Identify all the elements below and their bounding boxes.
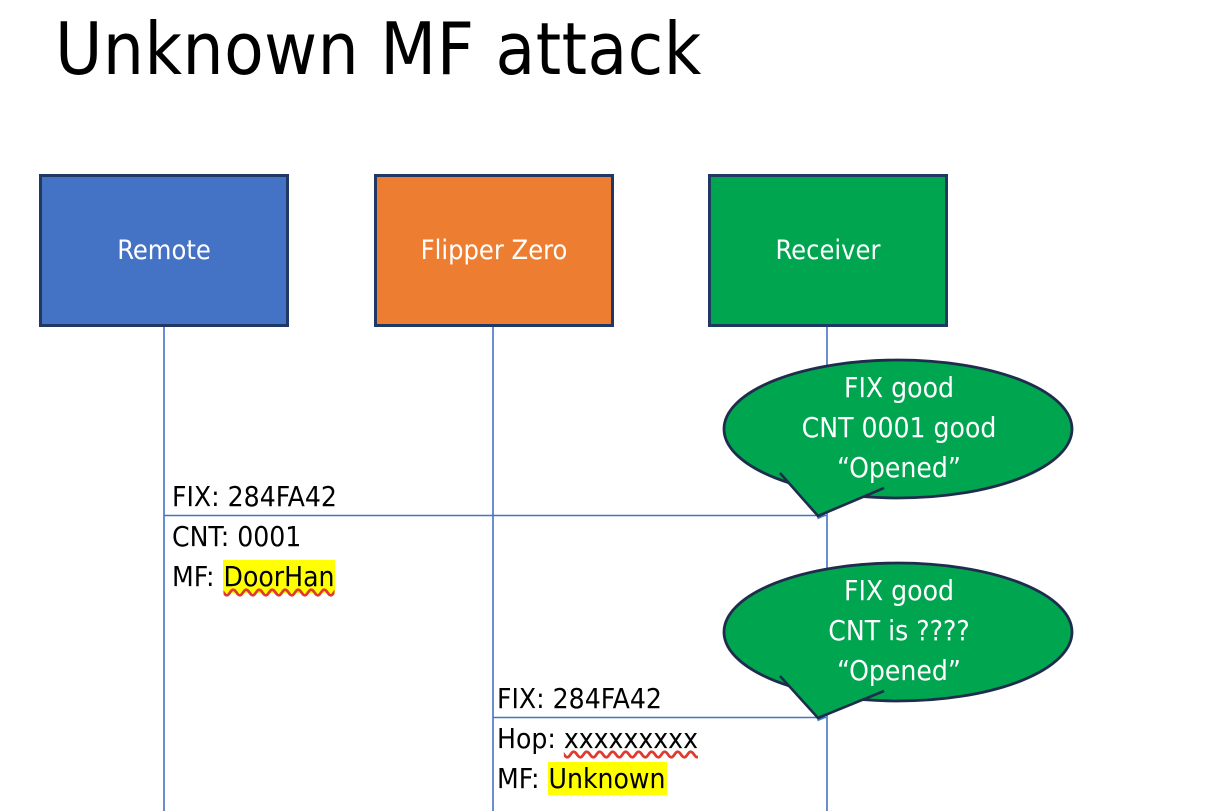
message-line-mf: MF: Unknown [497,759,698,799]
message-line-fix: FIX: 284FA42 [172,480,337,513]
callout-text-1: FIX good CNT 0001 good “Opened” [725,368,1073,488]
actor-label-remote: Remote [117,234,211,266]
message-mf-prefix: MF: [172,560,223,593]
callout-1-line-1: FIX good [844,371,954,404]
page-title: Unknown MF attack [55,7,702,91]
message-mf-value: DoorHan [222,560,336,593]
callout-bubble-1 [722,358,1074,518]
message-line-fix: FIX: 284FA42 [497,682,662,715]
callout-bubble-2 [722,561,1074,720]
message-line-mf: MF: DoorHan [172,557,337,597]
message-hop-prefix: Hop: [497,722,564,755]
message-hop-value: xxxxxxxxx [563,722,698,755]
message-mf-prefix: MF: [497,762,548,795]
message-labels-flipper-to-receiver: FIX: 284FA42 Hop: xxxxxxxxx MF: Unknown [497,679,698,799]
message-line-cnt: CNT: 0001 [172,520,302,553]
actor-box-receiver[interactable]: Receiver [708,174,948,327]
actor-box-remote[interactable]: Remote [39,174,289,327]
actor-label-receiver: Receiver [775,234,881,266]
message-mf-value: Unknown [547,762,667,795]
callout-1-line-2: CNT 0001 good [801,411,997,444]
callout-2-line-2: CNT is ???? [828,614,970,647]
callout-text-2: FIX good CNT is ???? “Opened” [725,571,1073,691]
message-labels-remote-to-receiver: FIX: 284FA42 CNT: 0001 MF: DoorHan [172,477,337,597]
callout-1-line-3: “Opened” [837,451,961,484]
message-line-hop: Hop: xxxxxxxxx [497,719,698,759]
callout-2-line-3: “Opened” [837,654,961,687]
actor-box-flipper[interactable]: Flipper Zero [374,174,614,327]
actor-label-flipper: Flipper Zero [420,234,568,266]
callout-2-line-1: FIX good [844,574,954,607]
